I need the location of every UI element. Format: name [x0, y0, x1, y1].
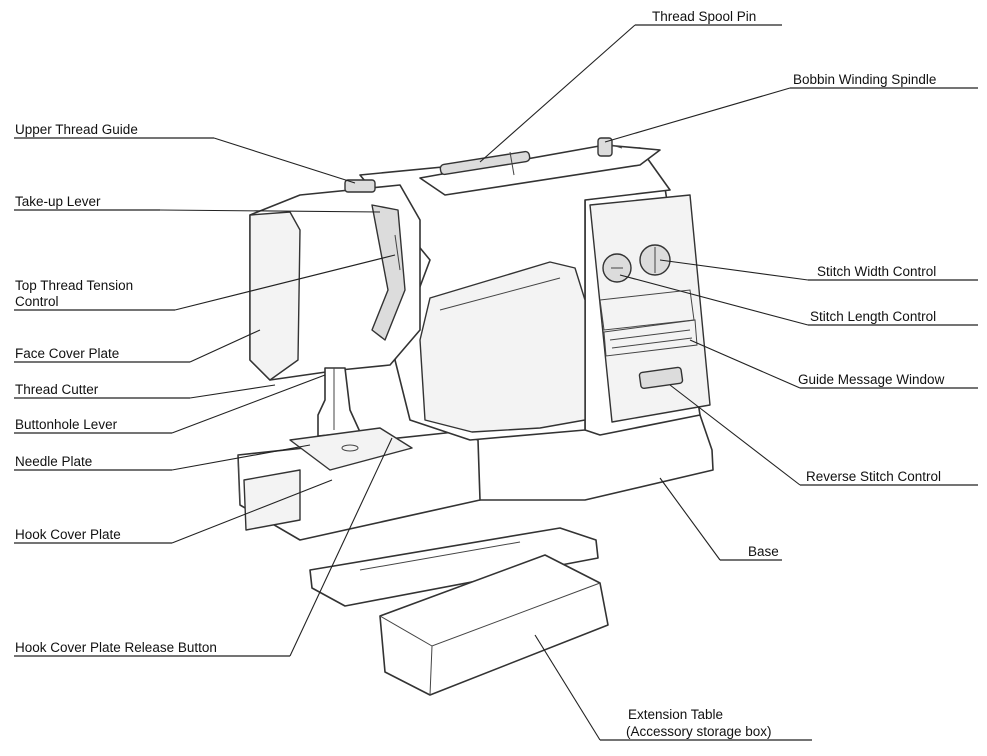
accessory-box-shape — [379, 554, 609, 696]
label-guide-message-window: Guide Message Window — [798, 372, 945, 387]
label-bobbin-winding-spindle: Bobbin Winding Spindle — [793, 72, 936, 87]
label-extension-table-line1: Extension Table — [628, 707, 723, 722]
label-face-cover-plate: Face Cover Plate — [15, 346, 119, 361]
label-upper-thread-guide: Upper Thread Guide — [15, 122, 138, 137]
face-cover-plate-shape — [249, 211, 301, 381]
upper-thread-guide-shape — [344, 179, 376, 193]
labels: Thread Spool Pin Bobbin Winding Spindle … — [15, 9, 945, 739]
hook-cover-plate-shape — [243, 469, 301, 531]
bobbin-spindle-shape — [597, 137, 613, 157]
label-thread-cutter: Thread Cutter — [15, 382, 99, 397]
label-top-thread-tension-control-line1: Top Thread Tension — [15, 278, 133, 293]
label-needle-plate: Needle Plate — [15, 454, 92, 469]
label-extension-table-line2: (Accessory storage box) — [626, 724, 772, 739]
guide-message-window-shape — [603, 319, 698, 357]
reverse-button-shape — [638, 366, 684, 390]
label-stitch-length-control: Stitch Length Control — [810, 309, 936, 324]
control-panel — [589, 194, 711, 423]
label-take-up-lever: Take-up Lever — [15, 194, 101, 209]
machine-top — [419, 144, 661, 196]
label-base: Base — [748, 544, 779, 559]
take-up-lever-shape — [371, 204, 406, 341]
label-hook-cover-plate-release-button: Hook Cover Plate Release Button — [15, 640, 217, 655]
extension-table-shape — [309, 527, 599, 607]
label-hook-cover-plate: Hook Cover Plate — [15, 527, 121, 542]
label-reverse-stitch-control: Reverse Stitch Control — [806, 469, 941, 484]
needle-plate-shape — [289, 427, 413, 471]
sewing-machine-illustration — [237, 137, 714, 696]
presser-foot-shape — [317, 367, 361, 437]
label-stitch-width-control: Stitch Width Control — [817, 264, 936, 279]
label-top-thread-tension-control-line2: Control — [15, 294, 59, 309]
label-buttonhole-lever: Buttonhole Lever — [15, 417, 118, 432]
callout-lines — [14, 24, 978, 741]
label-thread-spool-pin: Thread Spool Pin — [652, 9, 756, 24]
